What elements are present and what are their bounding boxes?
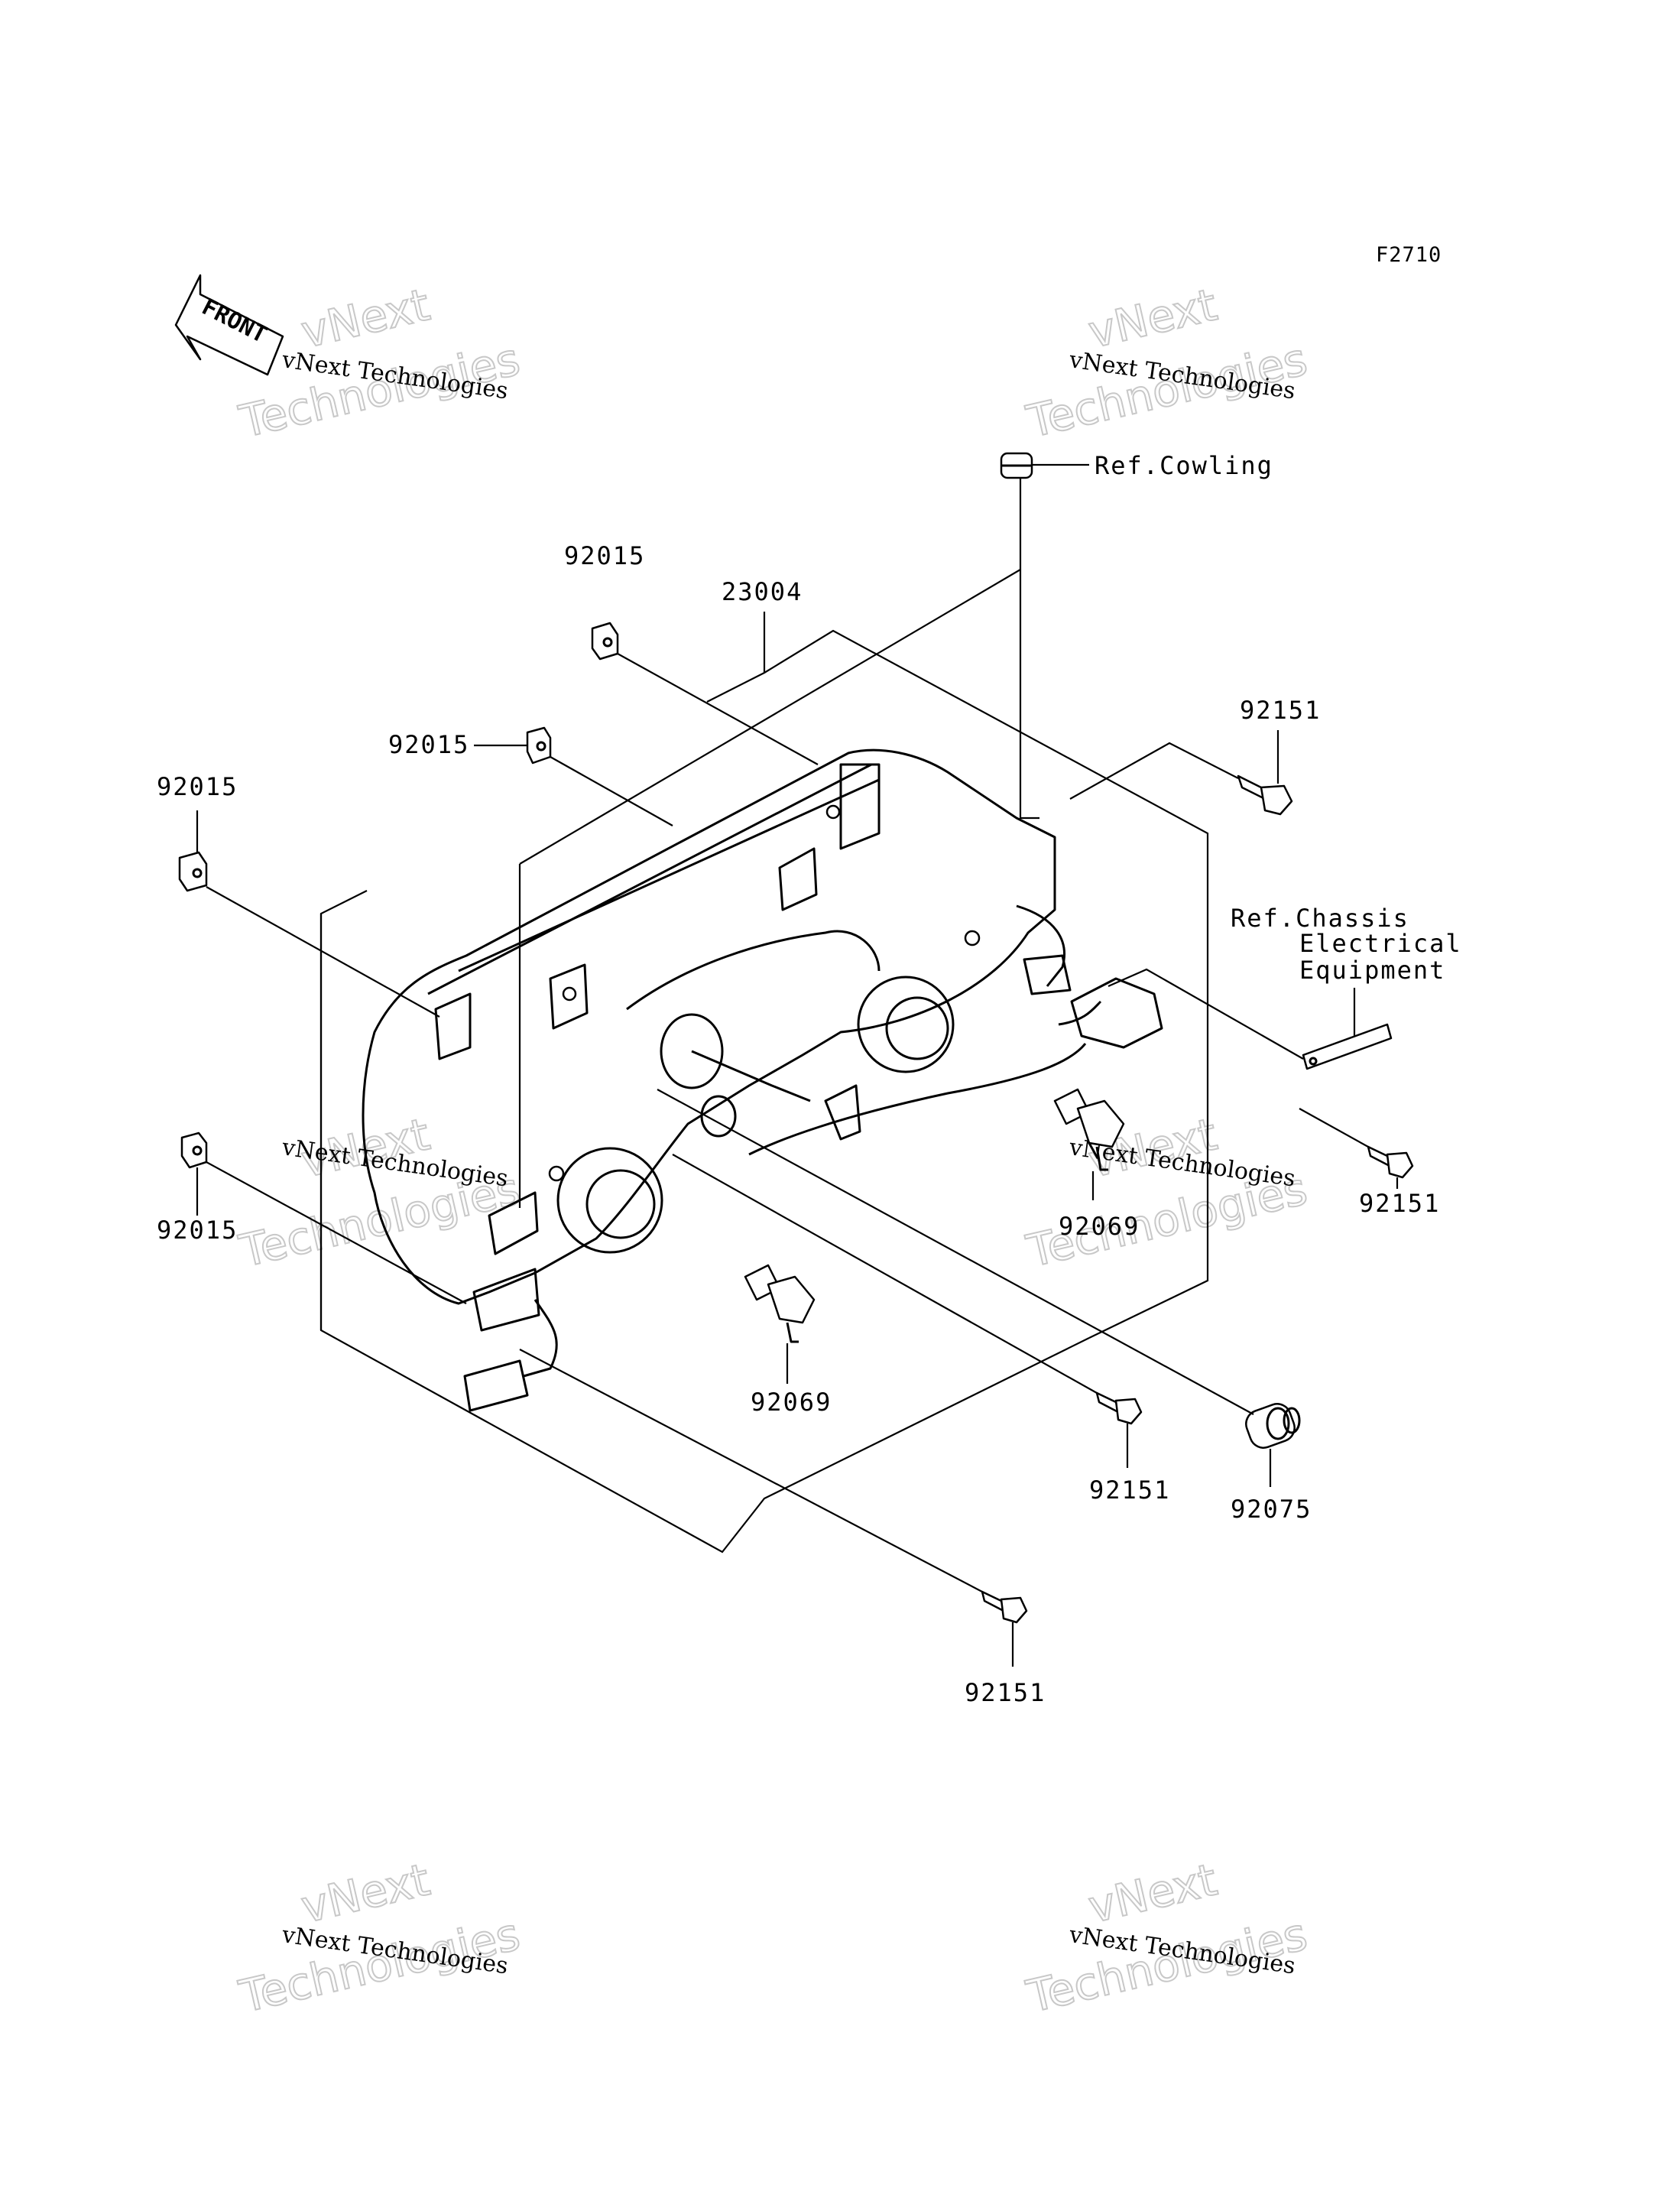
part-number-bolt-right: 92151 bbox=[1359, 1189, 1440, 1218]
watermark-brand: vNext bbox=[1084, 1853, 1221, 1933]
wiring-band-icon bbox=[1302, 1023, 1393, 1070]
part-number-headlight-assembly: 23004 bbox=[722, 577, 803, 606]
part-number-bulb-center: 92069 bbox=[751, 1388, 832, 1417]
watermark-bottom-left: vNext Technologies vNext Technologies bbox=[234, 1852, 525, 2024]
watermark-top-left: vNext Technologies vNext Technologies bbox=[234, 278, 525, 449]
part-number-clip-bottom-left: 92015 bbox=[157, 1216, 238, 1245]
bolt-icon bbox=[981, 1590, 1028, 1624]
clip-icon bbox=[178, 851, 208, 892]
figure-code: F2710 bbox=[1376, 243, 1442, 267]
part-number-clip-top: 92015 bbox=[564, 541, 645, 570]
watermark-mid-left: vNext Technologies vNext Technologies bbox=[234, 1107, 525, 1278]
grommet-icon bbox=[1245, 1403, 1301, 1449]
bulb-icon bbox=[744, 1264, 816, 1343]
cowling-grommet-icon bbox=[1000, 452, 1033, 479]
bolt-icon bbox=[1367, 1145, 1414, 1179]
watermark-top-right: vNext Technologies vNext Technologies bbox=[1021, 278, 1312, 449]
watermark-mid-right: vNext Technologies vNext Technologies bbox=[1021, 1107, 1312, 1278]
part-number-bolt-bottom: 92151 bbox=[965, 1678, 1046, 1707]
ref-electrical-label: Electrical bbox=[1299, 929, 1462, 958]
watermark-bottom-right: vNext Technologies vNext Technologies bbox=[1021, 1852, 1312, 2024]
clip-icon bbox=[591, 622, 619, 661]
headlight-assembly bbox=[362, 748, 1163, 1412]
ref-equipment-label: Equipment bbox=[1299, 956, 1445, 985]
watermark-brand: vNext bbox=[297, 278, 434, 358]
part-number-bulb-right: 92069 bbox=[1059, 1212, 1140, 1241]
clip-icon bbox=[180, 1131, 208, 1169]
bolt-icon bbox=[1237, 774, 1293, 816]
clip-icon bbox=[526, 726, 552, 765]
part-number-grommet: 92075 bbox=[1231, 1495, 1312, 1524]
part-number-bolt-center: 92151 bbox=[1089, 1476, 1170, 1505]
part-number-bolt-top-right: 92151 bbox=[1240, 696, 1321, 725]
ref-chassis-label: Ref.Chassis bbox=[1231, 904, 1409, 933]
bulb-icon bbox=[1053, 1088, 1125, 1171]
part-number-clip-left: 92015 bbox=[157, 772, 238, 801]
watermark-brand: vNext bbox=[297, 1853, 434, 1933]
bolt-icon bbox=[1095, 1391, 1143, 1425]
ref-cowling-label: Ref.Cowling bbox=[1095, 451, 1273, 480]
watermark-brand: vNext bbox=[1084, 278, 1221, 358]
front-arrow-icon: FRONT bbox=[174, 274, 284, 376]
part-number-clip-mid: 92015 bbox=[388, 730, 469, 759]
